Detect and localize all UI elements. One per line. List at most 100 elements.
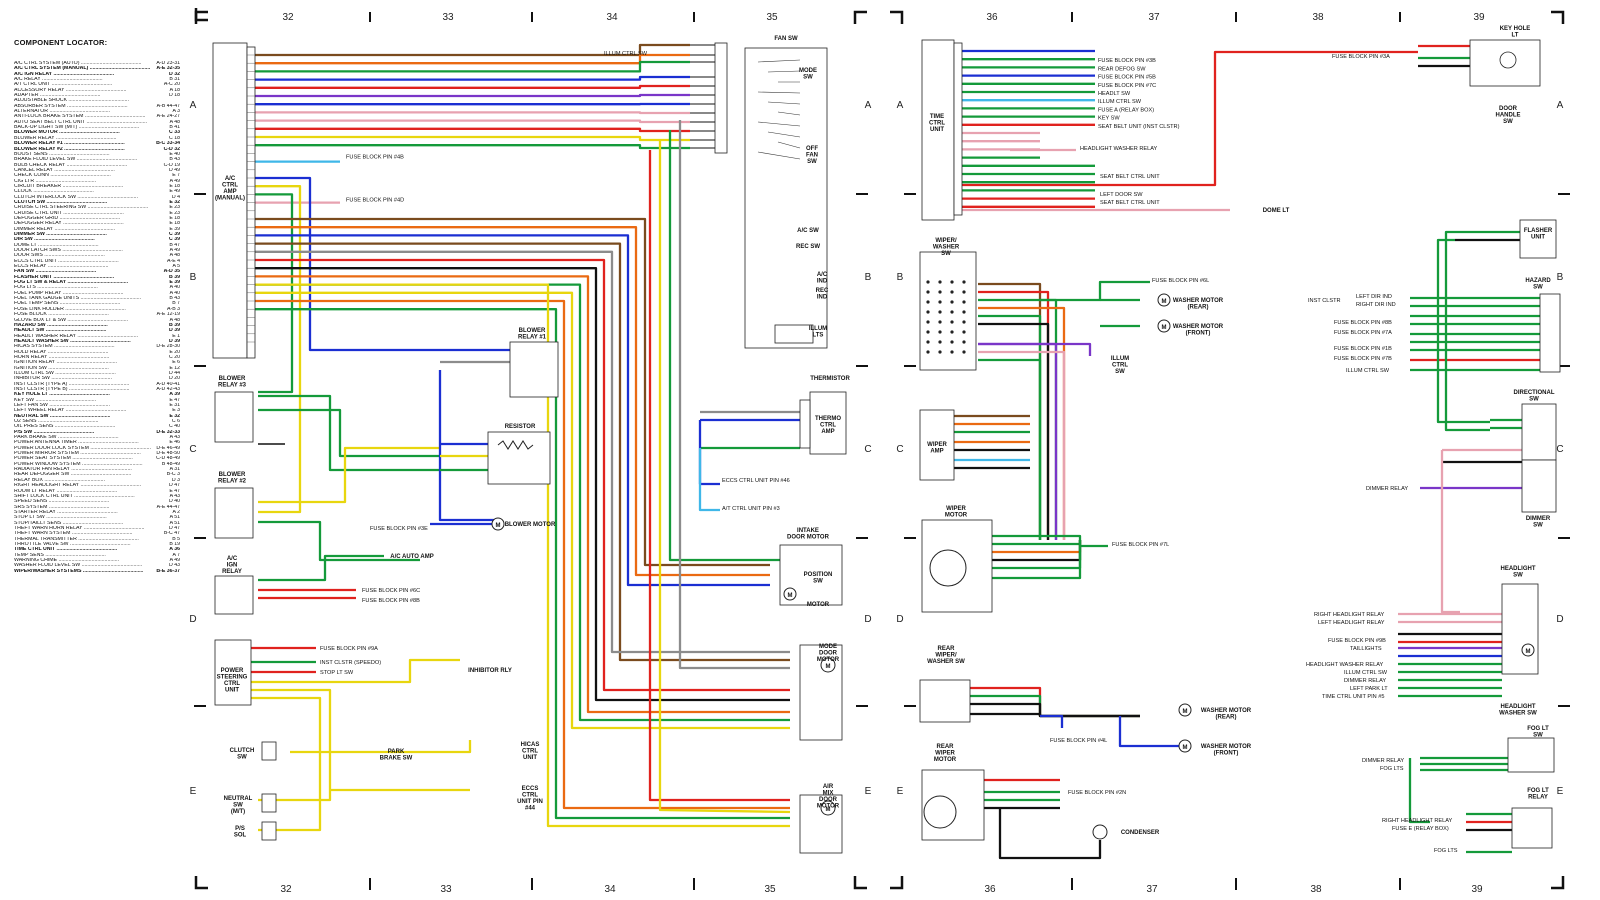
locator-item: A/C IGN RELAY ..........................… xyxy=(14,72,180,77)
mode-motor xyxy=(820,657,836,673)
locator-item: SPEED SENS .............................… xyxy=(14,499,180,504)
locator-item: REAR DEFOGGER SW .......................… xyxy=(14,472,180,477)
locator-item-location: D-E 28-30 xyxy=(156,344,180,350)
component-label-line: CTRL xyxy=(522,749,538,755)
locator-item: POWER ANTENNA TIMER ....................… xyxy=(14,440,180,445)
locator-item-location: D 44 xyxy=(169,370,180,376)
locator-item-name: POWER WINDOW SYSTEM ....................… xyxy=(14,461,143,467)
locator-item-name: A/C CTRL SYSTEM (MANUAL) ...............… xyxy=(14,66,151,72)
wire-ac-amp-to-fan-sw xyxy=(255,84,690,89)
locator-item: DOME LT ................................… xyxy=(14,243,180,248)
label-fuse-e: FUSE E (RELAY BOX) xyxy=(1392,826,1449,832)
resistor-box xyxy=(487,431,551,485)
fan-sw-contact xyxy=(767,70,801,73)
rear-wiper-sw-box xyxy=(919,679,971,723)
locator-item: CLUTCH INTERLOCK SW ....................… xyxy=(14,195,180,200)
component-label-line: WIPER xyxy=(927,442,947,448)
wire-ps-sol xyxy=(251,696,322,832)
wire-red-airmix xyxy=(648,150,790,802)
component-label-line: TIME xyxy=(930,114,944,120)
locator-item-name: CANCEL RELAY ...........................… xyxy=(14,167,115,173)
row-letter: C xyxy=(864,444,871,455)
locator-item-name: THROTTLE VALVE SW ......................… xyxy=(14,541,131,547)
locator-item-location: E 7 xyxy=(172,173,180,179)
locator-item-location: A 7 xyxy=(172,552,181,558)
locator-item-location: A 40 xyxy=(169,290,180,296)
key-hole-lamp xyxy=(1499,51,1517,69)
thermo-ctrl-amp-box xyxy=(809,391,847,455)
wire-washer-front-2 xyxy=(1118,716,1179,748)
locator-item: FOG LT SW & RELAY ......................… xyxy=(14,280,180,285)
locator-item-location: A 36 xyxy=(169,547,180,553)
locator-item-name: ANTI-LOCK BRAKE SYSTEM .................… xyxy=(14,114,146,120)
washer-motor-rear-m: M xyxy=(1162,299,1167,305)
component-label-line: DOOR xyxy=(819,797,838,803)
locator-item-name: CIG LTR ................................… xyxy=(14,178,97,184)
wire-green-airmix xyxy=(255,308,790,820)
component-label-line: CTRL xyxy=(222,183,238,189)
component-label-line: SW xyxy=(807,159,817,165)
label-fuse-7a: FUSE BLOCK PIN #7A xyxy=(1334,330,1392,336)
wire-yellow-mode xyxy=(255,291,790,730)
label-fuse-8b-r: FUSE BLOCK PIN #8B xyxy=(1334,320,1392,326)
row-letter: B xyxy=(1557,272,1564,283)
locator-item-location: A 18 xyxy=(169,87,180,93)
locator-item-location: C-D 19 xyxy=(163,162,180,168)
fan-sw-box xyxy=(744,47,828,349)
component-label-line: REAR xyxy=(936,744,954,750)
locator-item-name: FUEL TANK GAUGE UNITS ..................… xyxy=(14,296,142,302)
wire-atctrl xyxy=(698,448,720,512)
locator-item-name: ADJUSTABLE SHOCK .......................… xyxy=(14,98,129,104)
locator-item-location: E 18 xyxy=(169,221,180,227)
locator-item-name: RELAY BOX ..............................… xyxy=(14,477,105,483)
frame-corner xyxy=(1551,10,1565,24)
locator-item: IGNITION SW ............................… xyxy=(14,366,180,371)
locator-item-location: D 39 xyxy=(169,328,180,334)
locator-item: ADJUSTABLE SHOCK .......................… xyxy=(14,98,180,103)
switch-contact xyxy=(962,280,966,284)
labels: A/C CTRL AMP (MANUAL)A/CCTRLAMP(MANUAL)F… xyxy=(215,26,1555,854)
component-label-line: THERMO xyxy=(815,416,841,422)
component-label-lines: BLOWER MOTOR xyxy=(505,522,556,528)
locator-item-location: A 43 xyxy=(169,493,180,499)
component-label-line: #44 xyxy=(525,806,536,812)
locator-item: ADAPTER ................................… xyxy=(14,93,180,98)
locator-item-name: HEADLT SW ..............................… xyxy=(14,328,107,334)
fan-sw-contact xyxy=(757,121,801,127)
wires xyxy=(251,43,1540,860)
locator-item-location: C 40 xyxy=(169,424,180,430)
component-label-line: POSITION xyxy=(804,572,833,578)
frame-corner xyxy=(194,8,208,22)
locator-item-name: CLUTCH SW ..............................… xyxy=(14,199,108,205)
locator-item-name: ROOM LT RELAY ..........................… xyxy=(14,488,118,494)
label-left-dir: LEFT DIR IND xyxy=(1356,294,1392,300)
component-label-line: REC xyxy=(816,288,829,294)
locator-item: FAN SW .................................… xyxy=(14,269,180,274)
locator-item-name: PARK BRAKE SW ..........................… xyxy=(14,435,119,441)
wire-orange-airmix xyxy=(255,299,790,810)
locator-item-location: A-E 24-27 xyxy=(156,114,180,120)
fan-sw-contact xyxy=(767,101,801,105)
locator-item-location: B-C 33-34 xyxy=(156,141,180,147)
label-taillights: TAILLIGHTS xyxy=(1350,646,1382,652)
component-label-line: WASHER MOTOR xyxy=(1201,744,1252,750)
wire-wiper-sw xyxy=(978,350,1066,540)
locator-item: CHECK CONN .............................… xyxy=(14,173,180,178)
locator-item-location: B 43 xyxy=(169,296,180,302)
locator-item: RIGHT HEADLIGHT RELAY ..................… xyxy=(14,483,180,488)
switch-contact xyxy=(938,280,942,284)
locator-item-location: D 47 xyxy=(169,483,180,489)
locator-item-name: STOP LT SW .............................… xyxy=(14,515,107,521)
row-letter: C xyxy=(1556,444,1563,455)
locator-item-location: A 49 xyxy=(169,557,180,563)
component-label-line: FLASHER xyxy=(1524,228,1553,234)
locator-item-name: CHECK CONN .............................… xyxy=(14,173,111,179)
row-letter: B xyxy=(897,272,904,283)
column-number-top: 36 xyxy=(986,12,998,23)
